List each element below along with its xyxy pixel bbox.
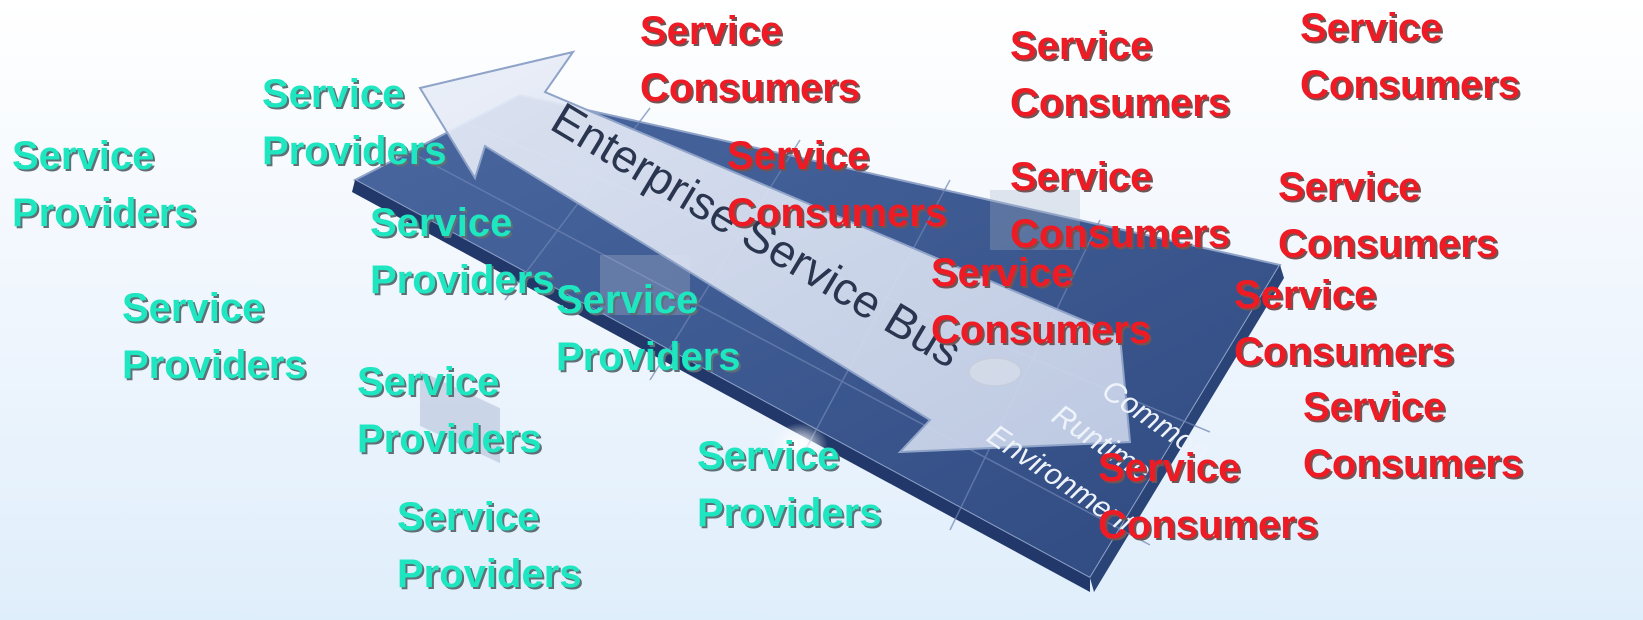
tile — [990, 190, 1080, 250]
tile — [420, 370, 500, 464]
bus-arrow — [418, 50, 1132, 454]
glow-light — [772, 423, 828, 467]
tile — [600, 255, 690, 315]
platform-side — [1090, 265, 1284, 592]
platform-edge — [352, 180, 1090, 592]
